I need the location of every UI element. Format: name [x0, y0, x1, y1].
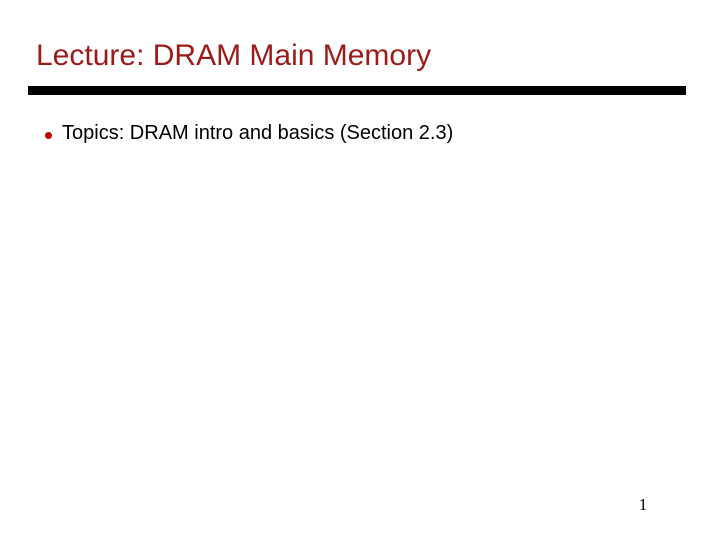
bullet-text: Topics: DRAM intro and basics (Section 2… [62, 122, 454, 144]
title-underline-rule [28, 86, 686, 95]
bullet-dot-icon [36, 118, 62, 148]
slide-body: Topics: DRAM intro and basics (Section 2… [36, 118, 684, 468]
page-title: Lecture: DRAM Main Memory [36, 39, 432, 72]
slide-number: 1 [638, 495, 648, 514]
list-item: Topics: DRAM intro and basics (Section 2… [36, 118, 684, 148]
